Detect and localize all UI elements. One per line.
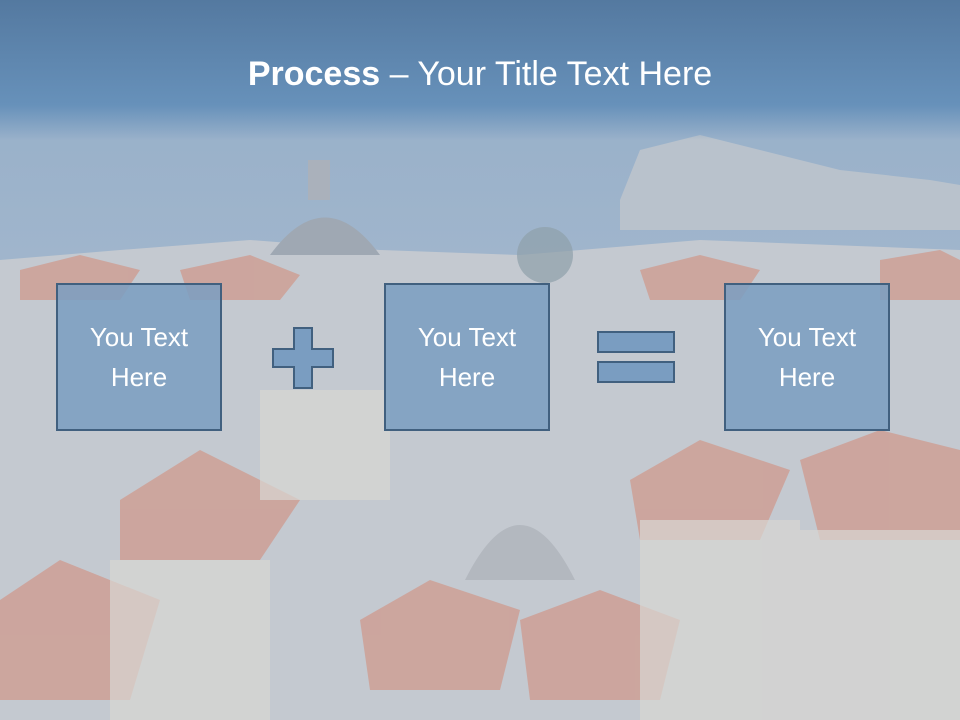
process-box-2: You Text Here xyxy=(384,283,550,431)
process-box-2-label: You Text Here xyxy=(417,322,517,392)
process-box-1-label: You Text Here xyxy=(89,322,189,392)
title-rest: – Your Title Text Here xyxy=(380,55,713,93)
slide-title: Process – Your Title Text Here xyxy=(0,52,960,96)
title-bold: Process xyxy=(247,55,381,93)
process-box-3: You Text Here xyxy=(724,283,890,431)
title-band xyxy=(0,0,960,140)
process-box-3-label: You Text Here xyxy=(757,322,857,392)
process-box-1: You Text Here xyxy=(56,283,222,431)
plus-icon xyxy=(272,327,334,389)
equals-icon xyxy=(597,331,675,383)
